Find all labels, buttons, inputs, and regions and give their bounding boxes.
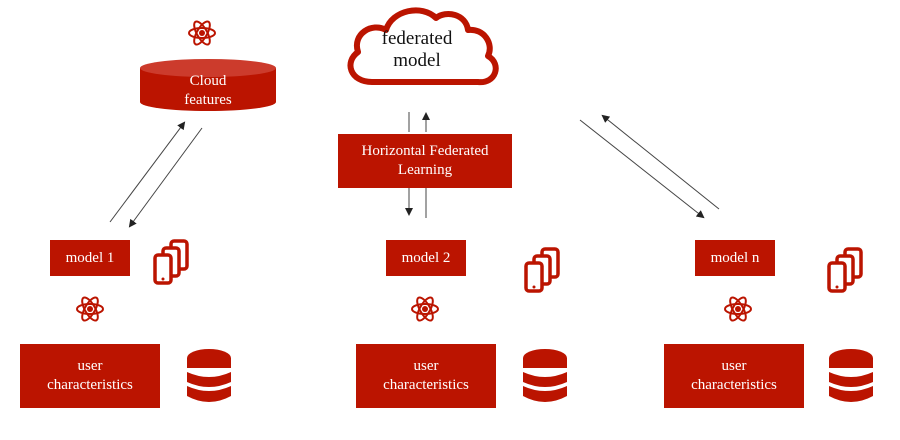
atom-icon bbox=[724, 296, 752, 322]
atom-icon bbox=[76, 296, 104, 322]
model-n-label: model n bbox=[710, 249, 760, 266]
user-characteristics-box-n: user characteristics bbox=[664, 344, 804, 408]
mobile-devices-icon bbox=[524, 247, 560, 293]
federated-model-line2: model bbox=[393, 49, 441, 71]
atom-icon bbox=[188, 20, 216, 46]
arrow-cloudfeatures-to-model1 bbox=[128, 127, 203, 228]
horizontal-federated-learning-box: Horizontal Federated Learning bbox=[338, 134, 512, 188]
database-icon bbox=[523, 349, 567, 402]
cloud-features-label: Cloud features bbox=[140, 72, 276, 110]
model-2-box: model 2 bbox=[386, 240, 466, 276]
mobile-devices-icon bbox=[827, 247, 863, 293]
cylinder-icon bbox=[140, 59, 276, 111]
federated-model-label: federated model bbox=[362, 28, 472, 72]
user-characteristics-box-2: user characteristics bbox=[356, 344, 496, 408]
arrow-cloud-to-modeln bbox=[579, 119, 705, 219]
database-icon bbox=[829, 349, 873, 402]
mobile-devices-icon bbox=[153, 239, 189, 285]
arrow-modeln-to-cloud bbox=[601, 114, 720, 210]
arrow-model1-to-cloudfeatures bbox=[109, 121, 186, 223]
model-2-label: model 2 bbox=[401, 249, 451, 266]
cloud-features-line2: features bbox=[184, 91, 232, 108]
uc-2-line1: user bbox=[413, 358, 439, 375]
uc-n-line2: characteristics bbox=[691, 377, 777, 393]
uc-2-line2: characteristics bbox=[383, 377, 469, 393]
database-icon bbox=[187, 349, 231, 402]
model-1-label: model 1 bbox=[65, 249, 115, 266]
cloud-features-line1: Cloud bbox=[189, 73, 227, 89]
user-characteristics-box-1: user characteristics bbox=[20, 344, 160, 408]
uc-n-line1: user bbox=[721, 358, 747, 375]
model-1-box: model 1 bbox=[50, 240, 130, 276]
uc-1-line2: characteristics bbox=[47, 377, 133, 393]
hfl-line2: Learning bbox=[397, 162, 453, 178]
federated-model-line1: federated bbox=[381, 28, 453, 49]
cloud-icon bbox=[347, 7, 499, 86]
model-n-box: model n bbox=[695, 240, 775, 276]
atom-icon bbox=[411, 296, 439, 322]
hfl-line1: Horizontal Federated bbox=[361, 143, 489, 160]
uc-1-line1: user bbox=[77, 358, 103, 375]
